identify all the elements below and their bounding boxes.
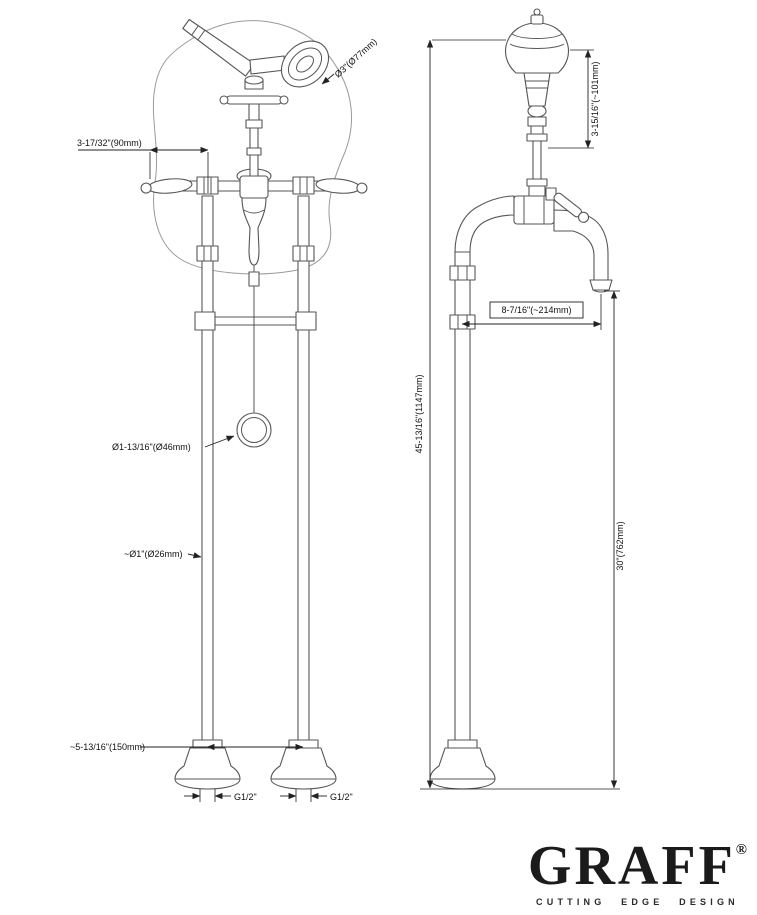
- thread-left: G1/2": [184, 789, 257, 802]
- graff-wordmark: GRAFF®: [528, 838, 747, 894]
- right-pipe-union: [292, 245, 315, 262]
- dim-diverter-diameter: Ø1-13/16"(Ø46mm): [112, 435, 235, 452]
- dim-center-to-handle-label: 3-17/32"(90mm): [77, 138, 142, 148]
- dim-handshower-diameter-label: Ø3"(Ø77mm): [333, 36, 379, 79]
- graff-wordmark-text: GRAFF: [527, 835, 736, 897]
- side-elbow: [454, 195, 515, 253]
- dim-handshower-offset: 3-15/16"(~101mm): [548, 49, 600, 149]
- registered-trademark-symbol: ®: [735, 842, 747, 858]
- dim-spout-reach-label: 8-7/16"(~214mm): [502, 305, 572, 315]
- graff-tagline: CUTTING EDGE DESIGN: [536, 897, 739, 907]
- dim-center-to-handle: 3-17/32"(90mm): [77, 138, 209, 193]
- dim-riser-spacing-label: ~5-13/16"(150mm): [70, 742, 145, 752]
- side-handshower-handle: [523, 72, 551, 107]
- side-pipe-union-lower: [449, 314, 476, 330]
- handshower-neck: [249, 55, 286, 75]
- handshower-cradle: [219, 75, 289, 105]
- left-supply-pipe: [201, 195, 214, 743]
- right-supply-pipe: [297, 195, 310, 743]
- left-pipe-union: [196, 245, 219, 262]
- dim-overall-height: 45-13/16"(1147mm): [414, 39, 506, 789]
- side-view: [420, 8, 620, 790]
- diverter-knob: [236, 412, 272, 448]
- dim-overall-height-label: 45-13/16"(1147mm): [414, 374, 424, 453]
- handshower-head: [280, 40, 330, 88]
- mixer-body: [236, 168, 272, 266]
- thread-right: G1/2": [280, 789, 353, 802]
- dim-spout-height-label: 30"(762mm): [615, 521, 625, 570]
- side-dimensions: 45-13/16"(1147mm) 3-15/16"(~101mm) 8-7/1…: [414, 39, 625, 789]
- diverter-rod: [236, 265, 272, 448]
- left-bar-nut: [196, 176, 219, 195]
- dim-spout-height: 30"(762mm): [604, 290, 625, 789]
- dim-handshower-diameter: Ø3"(Ø77mm): [321, 36, 379, 85]
- right-lever-handle: [315, 178, 368, 194]
- side-floor-base: [429, 739, 496, 790]
- left-lever-handle: [140, 178, 193, 194]
- dim-riser-spacing: ~5-13/16"(150mm): [70, 742, 304, 752]
- side-pipe-union-upper: [449, 265, 476, 281]
- right-floor-base: [270, 739, 337, 790]
- dim-handshower-offset-label: 3-15/16"(~101mm): [590, 62, 600, 137]
- support-crossbar: [194, 311, 317, 331]
- dim-spout-reach: 8-7/16"(~214mm): [461, 294, 602, 330]
- front-dimensions: 3-17/32"(90mm) Ø3"(Ø77mm) Ø1-13/16"(Ø46m…: [70, 36, 379, 802]
- riser-column: [245, 99, 263, 177]
- spout-outlet: [589, 279, 613, 291]
- handshower-handle: [182, 18, 255, 77]
- thread-right-label: G1/2": [330, 792, 353, 802]
- dim-pipe-diameter-label: ~Ø1"(Ø26mm): [124, 549, 182, 559]
- dim-diverter-diameter-label: Ø1-13/16"(Ø46mm): [112, 442, 191, 452]
- front-view: [140, 18, 368, 790]
- right-bar-nut: [292, 176, 315, 195]
- side-lever: [545, 187, 590, 223]
- rod-fitting: [248, 271, 260, 287]
- diverter-cone: [241, 197, 267, 266]
- side-column: [526, 125, 548, 197]
- handshower: [182, 18, 330, 88]
- dim-pipe-diameter: ~Ø1"(Ø26mm): [124, 549, 202, 559]
- thread-left-label: G1/2": [234, 792, 257, 802]
- side-handshower: [504, 8, 570, 127]
- graff-logo: GRAFF® CUTTING EDGE DESIGN: [528, 838, 747, 907]
